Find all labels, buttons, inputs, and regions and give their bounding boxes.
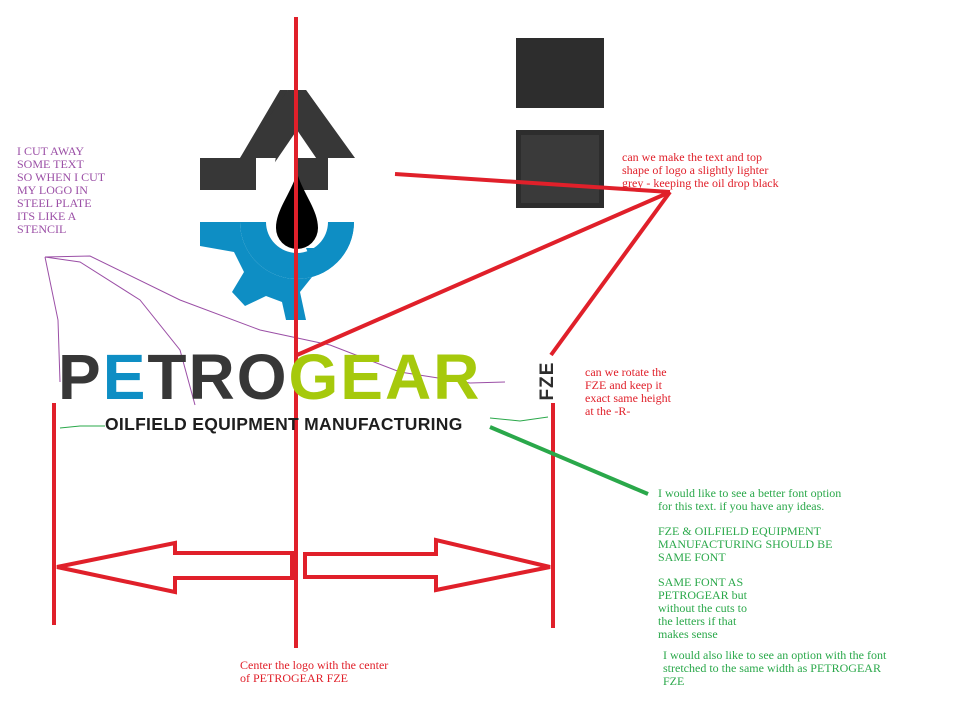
right-arrow-icon: [303, 537, 551, 593]
grey-pointer-3: [549, 190, 672, 357]
grey-pointer-2: [296, 190, 671, 357]
color-swatch-lighter-inner: [521, 135, 599, 203]
left-arrow-icon: [56, 540, 294, 595]
brand-letter-e: E: [102, 341, 148, 413]
brand-petro: TRO: [147, 341, 289, 413]
brand-gear: GEAR: [288, 341, 482, 413]
logo-bar-left: [200, 158, 256, 190]
grey-color-note: can we make the text and top shape of lo…: [622, 150, 779, 190]
same-font-note: FZE & OILFIELD EQUIPMENT MANUFACTURING S…: [658, 524, 833, 564]
brand-suffix-fze: FZE: [537, 361, 558, 401]
font-pointer-line: [489, 425, 649, 496]
stencil-note: I CUT AWAY SOME TEXT SO WHEN I CUT MY LO…: [17, 144, 106, 236]
brand-tagline: OILFIELD EQUIPMENT MANUFACTURING: [105, 414, 463, 434]
stretch-font-note: I would also like to see an option with …: [663, 648, 887, 688]
gear-icon: [200, 222, 354, 320]
brand-letter-p: P: [58, 341, 103, 413]
grey-pointer-1: [394, 172, 671, 194]
logo-bar-right: [297, 158, 328, 190]
fze-rotate-note: can we rotate the FZE and keep it exact …: [585, 365, 671, 418]
center-logo-note: Center the logo with the center of PETRO…: [240, 658, 389, 685]
gear-ring: [240, 222, 354, 279]
tagline-width-marks: [59, 416, 549, 429]
petrogear-font-note: SAME FONT AS PETROGEAR but without the c…: [658, 575, 748, 641]
brand-wordmark: PETROGEAR: [58, 342, 481, 412]
color-swatch-dark: [516, 38, 604, 108]
font-option-note: I would like to see a better font option…: [658, 486, 842, 513]
red-annotations: [52, 17, 672, 648]
